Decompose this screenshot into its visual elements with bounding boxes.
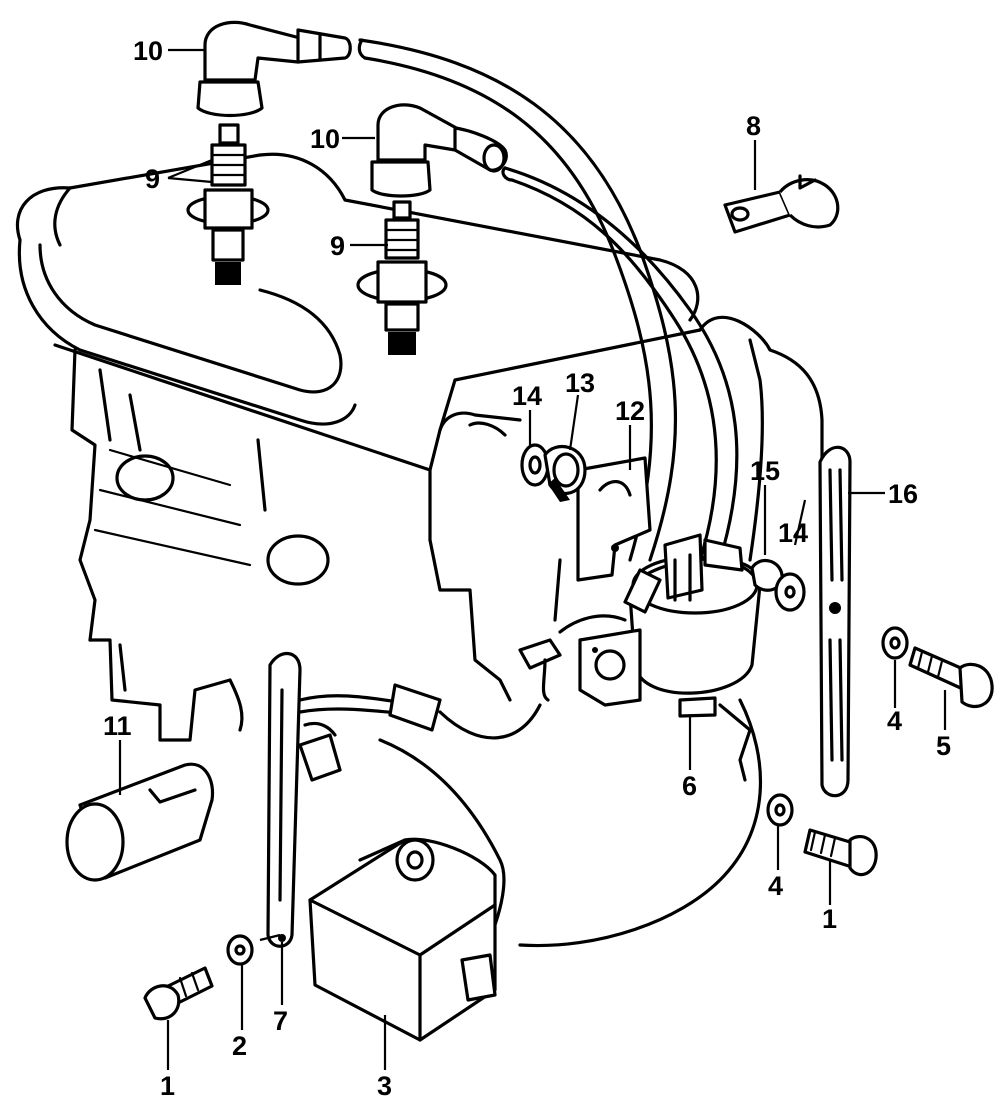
wire-harness — [298, 683, 542, 962]
washer-4-top — [881, 626, 909, 660]
washer-2 — [226, 934, 254, 966]
cable-clamp-bracket — [723, 174, 840, 234]
callout-8: 8 — [746, 111, 761, 141]
callout-11: 11 — [103, 711, 132, 741]
ignition-coil-unit — [518, 456, 762, 782]
callout-4-bottom: 4 — [768, 871, 783, 901]
bolt-1-left — [143, 966, 214, 1021]
spark-plug-right — [356, 200, 448, 355]
callout-numbers: 10 10 9 9 8 14 13 12 15 14 16 11 4 5 6 4… — [103, 36, 951, 1101]
spark-plug-cap-right — [370, 103, 508, 198]
collar-and-washer-right — [750, 558, 806, 612]
callout-10-left: 10 — [133, 36, 163, 66]
callout-1-right: 1 — [822, 904, 837, 934]
callout-14-left: 14 — [512, 381, 542, 411]
callout-15: 15 — [750, 456, 780, 486]
bolt-1-right — [803, 828, 878, 877]
stay-bracket-7 — [266, 652, 302, 948]
high-tension-cables — [357, 38, 764, 562]
callout-5: 5 — [936, 731, 951, 761]
callout-4-top: 4 — [887, 706, 902, 736]
rubber-cap — [65, 762, 215, 882]
callout-9-left: 9 — [145, 164, 160, 194]
engine-block — [15, 152, 824, 948]
leader-lines — [118, 48, 947, 1070]
grommet-spacer — [520, 443, 587, 502]
callout-1-left: 1 — [160, 1071, 175, 1101]
stay-plate — [818, 445, 852, 798]
callout-14-right: 14 — [778, 518, 808, 548]
bolt-5 — [908, 646, 994, 708]
washer-4-bottom — [766, 793, 794, 827]
spark-plug-cap-left — [196, 20, 352, 118]
callout-7: 7 — [273, 1006, 288, 1036]
callout-9-right: 9 — [330, 231, 345, 261]
callout-3: 3 — [377, 1071, 392, 1101]
callout-13: 13 — [565, 368, 595, 398]
spark-plug-left — [186, 123, 270, 285]
callout-6: 6 — [682, 771, 697, 801]
callout-10-right: 10 — [310, 124, 340, 154]
callout-12: 12 — [615, 396, 645, 426]
cdi-unit — [308, 837, 497, 1042]
callout-2: 2 — [232, 1031, 247, 1061]
callout-16: 16 — [888, 479, 918, 509]
